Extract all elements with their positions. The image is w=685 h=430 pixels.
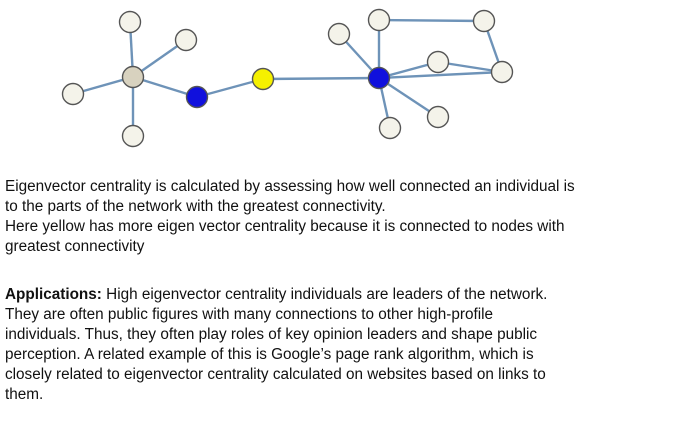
node-yellow <box>251 67 275 91</box>
applications-line: closely related to eigenvector centralit… <box>5 366 546 383</box>
node-n2 <box>118 10 142 34</box>
applications-label: Applications: <box>5 286 102 303</box>
network-edge <box>378 18 485 23</box>
node-n3 <box>174 28 198 52</box>
network-edge <box>378 70 503 80</box>
node-n1 <box>61 82 85 106</box>
applications-line: them. <box>5 386 44 403</box>
node-r2 <box>327 22 351 46</box>
description-line: Eigenvector centrality is calculated by … <box>5 178 575 195</box>
description-line: greatest connectivity <box>5 238 145 255</box>
node-r3 <box>378 116 402 140</box>
applications-line: They are often public figures with many … <box>5 306 494 323</box>
applications-line: individuals. Thus, they often play roles… <box>5 326 538 343</box>
applications-line: Applications: High eigenvector centralit… <box>5 285 681 305</box>
node-r6 <box>426 105 450 129</box>
node-r5 <box>490 60 514 84</box>
network-edge <box>196 77 264 99</box>
applications-text: High eigenvector centrality individuals … <box>106 286 548 303</box>
network-edge <box>378 76 439 119</box>
description-line: to the parts of the network with the gre… <box>5 198 386 215</box>
node-r7 <box>472 9 496 33</box>
network-diagram <box>61 8 514 148</box>
applications-paragraph: Applications: High eigenvector centralit… <box>5 285 681 405</box>
node-hub-left <box>121 65 145 89</box>
network-edge <box>262 76 380 81</box>
description-line: Here yellow has more eigen vector centra… <box>5 218 565 235</box>
node-n4 <box>121 124 145 148</box>
network-nodes <box>61 8 514 148</box>
node-r1 <box>367 8 391 32</box>
node-blue-right <box>367 66 391 90</box>
applications-line: perception. A related example of this is… <box>5 346 534 363</box>
node-blue-left <box>185 85 209 109</box>
node-r4 <box>426 50 450 74</box>
description-paragraph: Eigenvector centrality is calculated by … <box>5 177 681 257</box>
